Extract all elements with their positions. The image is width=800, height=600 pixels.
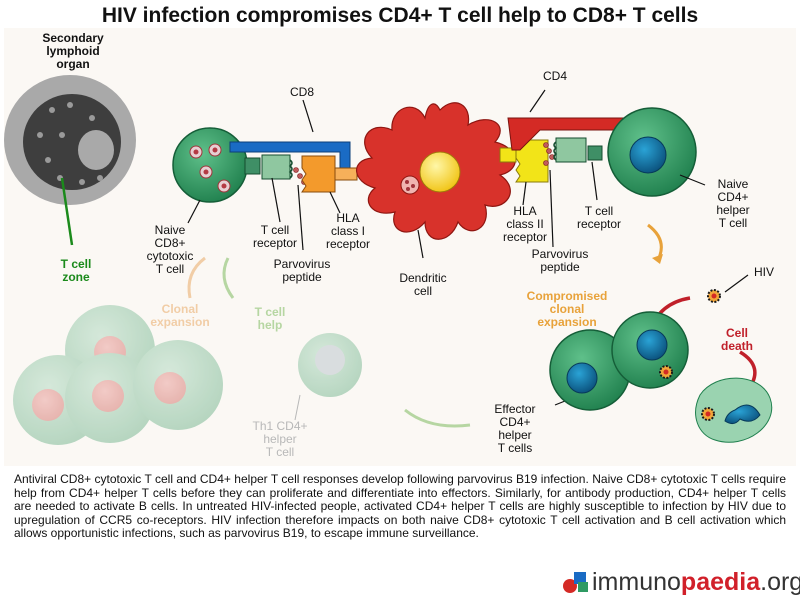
logo-icon	[563, 572, 588, 593]
label-tcr-right: T cell receptor	[576, 204, 622, 231]
label-cell-death: Cell death	[720, 326, 753, 353]
dendritic-cell	[356, 102, 516, 240]
label-hiv: HIV	[753, 265, 774, 279]
label-dendritic-cell: Dendritic cell	[399, 271, 447, 298]
lymphoid-organ	[4, 75, 136, 205]
label-naive-cd8: Naive CD8+ cytotoxic T cell	[146, 223, 194, 276]
caption-text: Antiviral CD8+ cytotoxic T cell and CD4+…	[14, 472, 786, 541]
naive-cd4-cell	[607, 107, 697, 197]
label-naive-cd4: Naive CD4+ helper T cell	[716, 177, 750, 230]
page-title: HIV infection compromises CD4+ T cell he…	[101, 4, 699, 27]
immunopaedia-logo[interactable]: immunopaedia.org	[560, 566, 800, 598]
label-parvovirus-left: Parvovirus peptide	[273, 257, 331, 284]
label-t-cell-help: T cell help	[254, 305, 286, 332]
dying-cell	[695, 377, 773, 443]
hla-class-ii	[499, 139, 549, 183]
t-cell-zone-pointer	[60, 177, 74, 246]
label-compromised-clonal-expansion: Compromised clonal expansion	[526, 289, 608, 329]
label-t-cell-zone: T cell zone	[60, 257, 92, 284]
label-cd8: CD8	[289, 85, 314, 99]
label-th1-cd4: Th1 CD4+ helper T cell	[252, 419, 308, 459]
tcr-left	[244, 154, 293, 180]
label-effector-cd4: Effector CD4+ helper T cells	[494, 402, 536, 455]
clonal-expansion-cells	[13, 305, 223, 445]
logo-text: immunopaedia.org	[592, 568, 800, 596]
tcr-right	[553, 137, 603, 163]
label-cd4: CD4	[542, 69, 567, 83]
th1-cell	[298, 333, 362, 397]
label-secondary-lymphoid-organ: Secondary lymphoid organ	[42, 31, 104, 71]
hla-class-i	[301, 155, 358, 193]
effector-cd4-cells	[549, 311, 689, 411]
label-tcr-left: T cell receptor	[252, 223, 298, 250]
label-parvovirus-right: Parvovirus peptide	[531, 247, 589, 274]
th1-pointer	[294, 394, 301, 421]
peptide-right	[543, 142, 555, 166]
label-hla-class-ii: HLA class II receptor	[502, 204, 548, 244]
label-clonal-expansion: Clonal expansion	[150, 302, 210, 329]
label-hla-class-i: HLA class I receptor	[325, 211, 371, 251]
faded-arrows	[187, 256, 471, 428]
pointer-lines	[187, 89, 749, 406]
hiv-particle	[707, 289, 721, 303]
naive-cd8-cell	[172, 127, 248, 203]
